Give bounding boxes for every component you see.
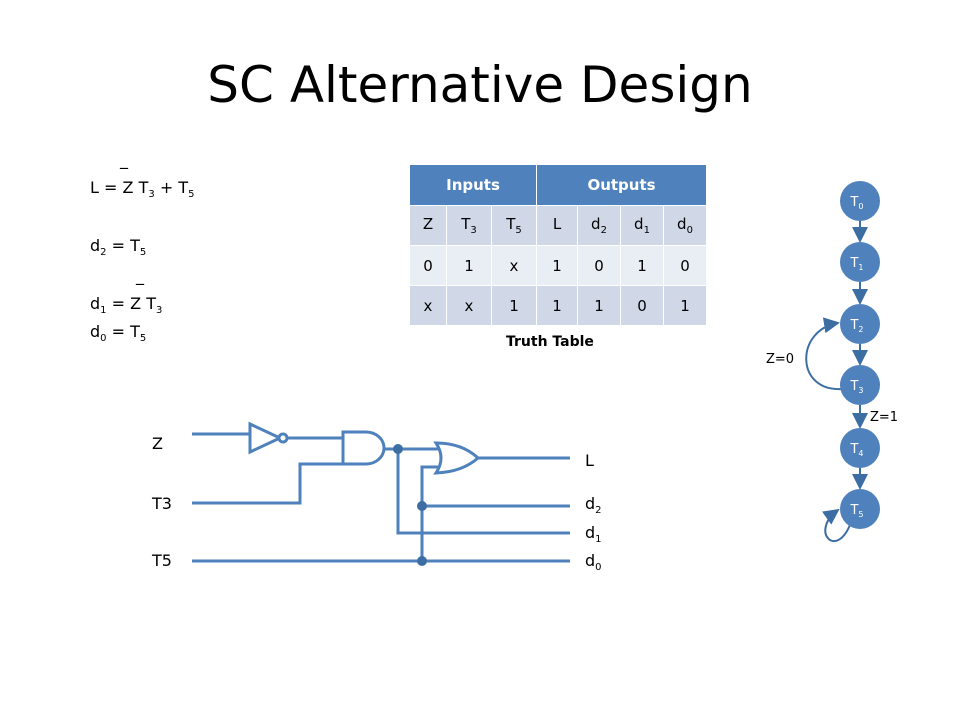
- table-cell: x: [446, 285, 492, 326]
- equation-l: L = Z T3 + T5: [90, 178, 195, 201]
- overbar-z-2: _: [136, 266, 144, 285]
- wire-d1: [396, 449, 570, 535]
- state-node: [840, 242, 880, 282]
- table-cell: x: [491, 245, 537, 286]
- col-header: Z: [409, 205, 447, 246]
- slide-title: SC Alternative Design: [207, 56, 753, 114]
- col-header: d2: [577, 205, 621, 246]
- table-cell: 1: [536, 245, 578, 286]
- edge-label-z0: Z=0: [766, 352, 794, 367]
- header-inputs: Inputs: [409, 164, 537, 206]
- state-label: T2: [849, 318, 863, 334]
- state-node: [840, 489, 880, 529]
- header-outputs: Outputs: [536, 164, 707, 206]
- junction-dot: [393, 444, 403, 454]
- edge-t5-self: [821, 508, 851, 542]
- state-node: [840, 181, 880, 221]
- table-cell: 0: [409, 245, 447, 286]
- equation-d2: d2 = T5: [90, 236, 147, 259]
- wire-t5-or: [420, 465, 440, 506]
- state-label: T5: [849, 503, 863, 519]
- output-label-d1: d1: [585, 523, 602, 546]
- output-label-d2: d2: [585, 494, 602, 517]
- overbar-z: _: [120, 150, 128, 169]
- edge-t3-t2: [805, 317, 843, 391]
- state-node: [840, 365, 880, 405]
- edge-label-z1: Z=1: [870, 410, 898, 425]
- junction-dot: [417, 556, 427, 566]
- table-row: 0 1 x 1 0 1 0: [409, 245, 707, 286]
- state-label: T1: [849, 256, 863, 272]
- output-label-l: L: [585, 451, 594, 470]
- table-row: x x 1 1 1 0 1: [409, 285, 707, 326]
- state-label: T4: [849, 442, 863, 458]
- table-cell: 1: [491, 285, 537, 326]
- table-cell: 1: [577, 285, 621, 326]
- state-node: [840, 428, 880, 468]
- input-label-t5: T5: [152, 551, 172, 570]
- col-header: T3: [446, 205, 492, 246]
- table-caption: Truth Table: [506, 334, 594, 350]
- col-header: d1: [620, 205, 664, 246]
- input-label-z: Z: [152, 434, 163, 453]
- input-label-t3: T3: [152, 494, 172, 513]
- and-gate: [341, 430, 386, 466]
- table-cell: 0: [663, 245, 707, 286]
- truth-table: Inputs Outputs Z T3 T5 L d2 d1 d0 0 1 x …: [409, 164, 707, 326]
- equation-d1: d1 = Z T3: [90, 294, 163, 317]
- or-gate: [433, 441, 481, 475]
- state-node: [840, 304, 880, 344]
- junction-dot: [417, 501, 427, 511]
- col-header: L: [536, 205, 578, 246]
- table-cell: 1: [536, 285, 578, 326]
- table-cell: x: [409, 285, 447, 326]
- state-label: T0: [849, 195, 863, 211]
- table-cell: 0: [620, 285, 664, 326]
- equation-d0: d0 = T5: [90, 322, 147, 345]
- table-cell: 1: [663, 285, 707, 326]
- wire-t3-and: [192, 462, 345, 505]
- output-label-d0: d0: [585, 551, 602, 574]
- table-cell: 0: [577, 245, 621, 286]
- state-label: T3: [849, 379, 863, 395]
- col-header: T5: [491, 205, 537, 246]
- not-gate: [248, 421, 284, 455]
